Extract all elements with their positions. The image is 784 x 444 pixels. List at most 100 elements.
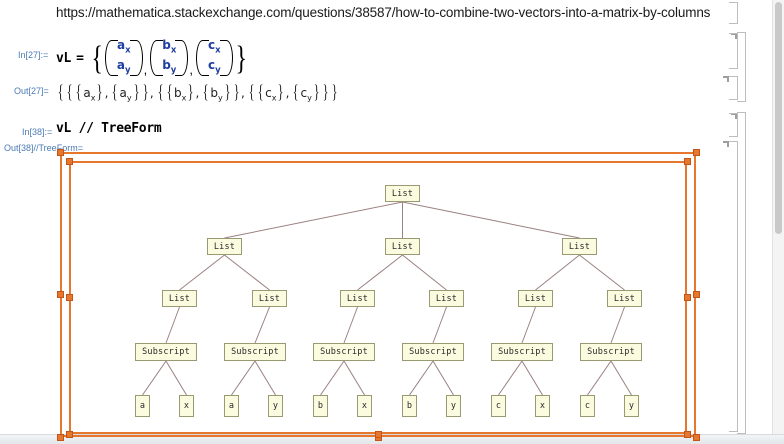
tree-edge bbox=[610, 360, 632, 396]
paren-open-icon bbox=[104, 40, 118, 77]
tree-node-label: x bbox=[539, 401, 546, 411]
brace-close: } bbox=[235, 39, 247, 77]
cell-group-corner-icon bbox=[731, 33, 737, 39]
selection-handle[interactable] bbox=[683, 157, 691, 165]
selection-handle[interactable] bbox=[692, 291, 700, 298]
tree-node-label: x bbox=[361, 401, 368, 411]
tree-node-y3[interactable]: y bbox=[624, 395, 639, 417]
tree-node-l2a[interactable]: List bbox=[162, 290, 197, 307]
tree-node-label: List bbox=[346, 293, 369, 304]
tree-node-s3[interactable]: Subscript bbox=[313, 343, 375, 361]
selection-handle[interactable] bbox=[683, 430, 691, 438]
tree-node-x1[interactable]: x bbox=[179, 395, 194, 417]
tree-edge bbox=[165, 360, 187, 396]
tree-node-b1[interactable]: b bbox=[313, 395, 328, 417]
out-sym-bx: bx bbox=[173, 85, 187, 102]
selection-handle[interactable] bbox=[683, 294, 691, 301]
vertical-scrollbar[interactable] bbox=[772, 0, 784, 436]
out-label-27: Out[27]= bbox=[14, 86, 49, 96]
selection-handle[interactable] bbox=[65, 157, 73, 165]
cell-bracket-in-27[interactable] bbox=[729, 33, 738, 69]
tree-node-a1[interactable]: a bbox=[135, 395, 150, 417]
tree-node-s2[interactable]: Subscript bbox=[224, 343, 286, 361]
tree-edge bbox=[610, 306, 625, 344]
tree-node-l1b[interactable]: List bbox=[385, 238, 420, 255]
tree-node-label: y bbox=[272, 401, 279, 411]
tree-node-label: List bbox=[524, 293, 547, 304]
input-expression-27[interactable]: vL = { ax ay , bx by bbox=[56, 38, 249, 79]
selection-handle[interactable] bbox=[65, 430, 73, 438]
tree-node-label: x bbox=[183, 401, 190, 411]
tree-edge bbox=[432, 306, 447, 344]
tree-node-label: Subscript bbox=[409, 347, 457, 357]
vector-1: ax ay bbox=[104, 38, 143, 79]
tree-node-label: List bbox=[391, 188, 414, 199]
selection-handle[interactable] bbox=[692, 148, 700, 156]
tree-edge bbox=[224, 201, 403, 239]
tree-node-label: b bbox=[317, 401, 324, 411]
output-expression-27: {{{ax},{ay}},{{bx},{by}},{{cx},{cy}}} bbox=[57, 82, 338, 103]
tree-node-x3[interactable]: x bbox=[535, 395, 550, 417]
paren-open-icon bbox=[195, 40, 209, 77]
tree-node-l2d[interactable]: List bbox=[429, 290, 464, 307]
cell-bracket-url[interactable] bbox=[729, 2, 738, 24]
tree-edge bbox=[343, 360, 365, 396]
tree-node-l1a[interactable]: List bbox=[207, 238, 242, 255]
tree-edge bbox=[521, 306, 536, 344]
tree-node-s6[interactable]: Subscript bbox=[580, 343, 642, 361]
paren-close-icon bbox=[219, 40, 233, 77]
tree-node-label: a bbox=[228, 401, 235, 411]
tree-node-a2[interactable]: a bbox=[224, 395, 239, 417]
scrollbar-thumb[interactable] bbox=[775, 2, 782, 234]
assign-operator: = bbox=[76, 50, 84, 66]
tree-edge bbox=[432, 360, 454, 396]
tree-node-l1c[interactable]: List bbox=[562, 238, 597, 255]
cell-bracket-out-27[interactable] bbox=[729, 76, 738, 100]
tree-node-s5[interactable]: Subscript bbox=[491, 343, 553, 361]
selection-handle[interactable] bbox=[56, 433, 64, 441]
selection-handle[interactable] bbox=[65, 294, 73, 301]
out-sym-cx: cx bbox=[265, 85, 277, 102]
separator-comma: , bbox=[189, 61, 193, 77]
tree-node-root[interactable]: List bbox=[385, 185, 420, 202]
selection-handle[interactable] bbox=[56, 148, 64, 156]
tree-node-y2[interactable]: y bbox=[446, 395, 461, 417]
tree-edge bbox=[343, 306, 358, 344]
tree-node-l2f[interactable]: List bbox=[607, 290, 642, 307]
tree-node-label: List bbox=[435, 293, 458, 304]
separator-comma: , bbox=[143, 61, 148, 77]
cell-bracket-out-38[interactable] bbox=[729, 141, 738, 432]
cell-bracket-group-27[interactable] bbox=[737, 32, 746, 102]
selection-handle[interactable] bbox=[692, 433, 700, 441]
tree-node-l2e[interactable]: List bbox=[518, 290, 553, 307]
tree-node-c2[interactable]: c bbox=[580, 395, 595, 417]
tree-edges bbox=[142, 201, 632, 396]
tree-node-s4[interactable]: Subscript bbox=[402, 343, 464, 361]
tree-node-label: List bbox=[168, 293, 191, 304]
tree-edge bbox=[224, 254, 270, 291]
cell-bracket-in-38[interactable] bbox=[729, 113, 738, 137]
tree-node-l2c[interactable]: List bbox=[340, 290, 375, 307]
selection-handle[interactable] bbox=[56, 291, 64, 298]
tree-edge bbox=[579, 254, 625, 291]
tree-edge bbox=[357, 254, 403, 291]
tree-edge bbox=[521, 360, 543, 396]
brace-open: { bbox=[91, 39, 103, 77]
tree-node-y1[interactable]: y bbox=[268, 395, 283, 417]
tree-node-label: Subscript bbox=[587, 347, 635, 357]
tree-node-s1[interactable]: Subscript bbox=[135, 343, 197, 361]
tree-edge bbox=[535, 254, 580, 291]
tree-node-c1[interactable]: c bbox=[491, 395, 506, 417]
window-bottom-strip bbox=[0, 434, 784, 444]
tree-node-label: c bbox=[584, 401, 591, 411]
tree-node-l2b[interactable]: List bbox=[252, 290, 287, 307]
input-expression-38[interactable]: vL // TreeForm bbox=[56, 121, 162, 136]
tree-node-b2[interactable]: b bbox=[402, 395, 417, 417]
tree-node-label: List bbox=[258, 293, 281, 304]
selection-handle[interactable] bbox=[374, 430, 382, 438]
cell-bracket-group-38[interactable] bbox=[737, 112, 746, 434]
out-sym-ax: ax bbox=[83, 85, 96, 102]
tree-node-x2[interactable]: x bbox=[357, 395, 372, 417]
